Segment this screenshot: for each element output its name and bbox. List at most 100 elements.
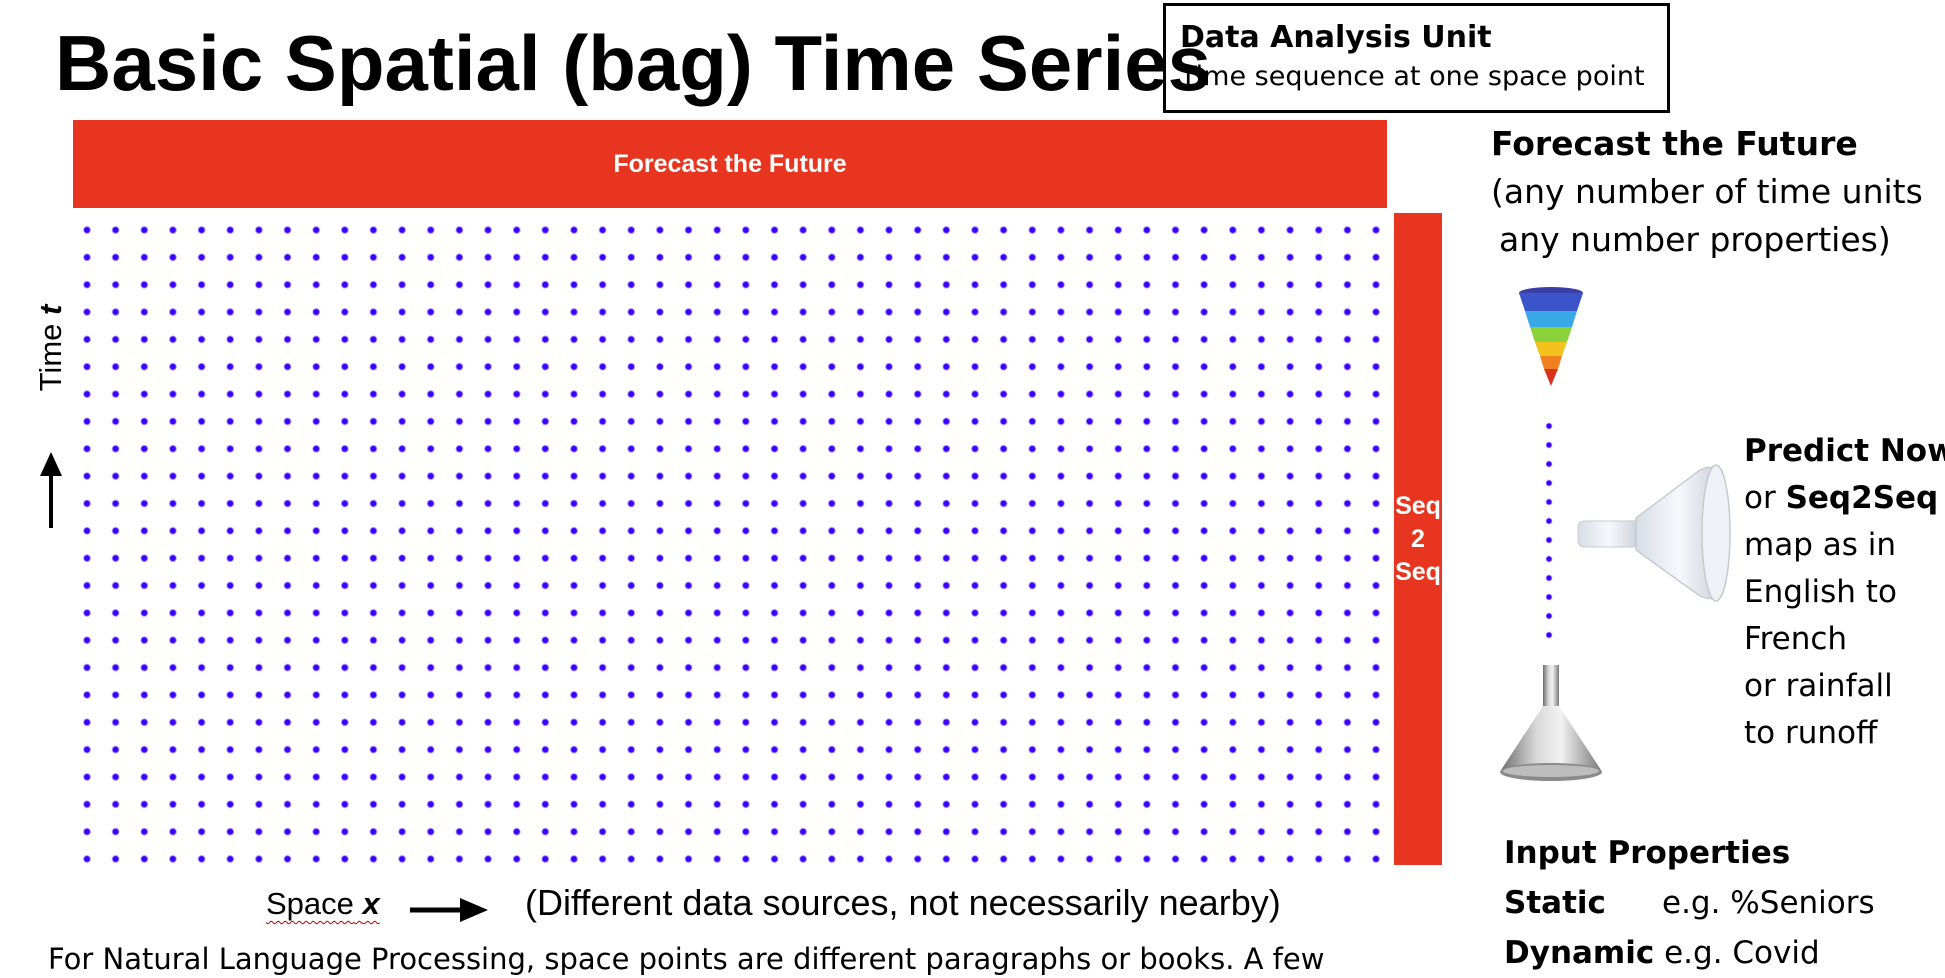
- grid-dot: [312, 253, 321, 262]
- grid-dot: [254, 581, 264, 590]
- grid-dot: [884, 772, 894, 782]
- grid-dot: [226, 554, 235, 563]
- grid-dot: [1199, 389, 1209, 399]
- grid-dot: [1028, 307, 1037, 317]
- grid-dot: [197, 608, 206, 618]
- grid-dot: [770, 280, 779, 289]
- grid-dot: [913, 554, 922, 563]
- grid-dot: [168, 389, 178, 399]
- grid-dot: [627, 718, 636, 727]
- grid-dot: [1056, 690, 1066, 700]
- grid-dot: [254, 690, 264, 700]
- grid-dot: [369, 690, 378, 700]
- grid-dot: [970, 718, 980, 727]
- grid-dot: [340, 253, 349, 262]
- grid-dot: [655, 526, 665, 535]
- grid-dot: [1199, 280, 1209, 289]
- grid-dot: [856, 663, 865, 672]
- grid-dot: [226, 471, 235, 481]
- grid-dot: [655, 253, 665, 262]
- grid-dot: [512, 636, 521, 645]
- grid-dot: [254, 663, 264, 672]
- grid-dot: [483, 225, 493, 235]
- grid-dot: [1028, 362, 1037, 371]
- grid-dot: [541, 471, 550, 481]
- grid-dot: [999, 745, 1008, 754]
- grid-dot: [1343, 280, 1352, 289]
- grid-dot: [1257, 554, 1266, 563]
- grid-dot: [455, 335, 464, 344]
- grid-dot: [1142, 772, 1152, 782]
- grid-dot: [569, 854, 579, 864]
- grid-dot: [713, 745, 722, 754]
- grid-dot: [1199, 690, 1209, 700]
- grid-dot: [369, 581, 378, 590]
- grid-dot: [340, 280, 349, 289]
- grid-dot: [827, 718, 836, 727]
- forecast-description: Forecast the Future (any number of time …: [1491, 120, 1923, 264]
- grid-dot: [340, 636, 349, 645]
- grid-dot: [684, 253, 693, 262]
- grid-dot: [1142, 389, 1152, 399]
- grid-dot: [569, 772, 579, 782]
- grid-dot: [512, 854, 521, 864]
- grid-dot: [483, 608, 493, 618]
- grid-dot: [283, 253, 292, 262]
- grid-dot: [913, 444, 922, 453]
- grid-dot: [655, 335, 665, 344]
- grid-dot: [627, 745, 636, 754]
- grid-dot: [111, 827, 120, 836]
- grid-dot: [1257, 499, 1266, 508]
- grid-dot: [798, 554, 808, 563]
- grid-dot: [455, 772, 464, 782]
- grid-dot: [1228, 581, 1238, 590]
- grid-dot: [1114, 800, 1123, 809]
- grid-dot: [312, 554, 321, 563]
- grid-dot: [254, 362, 264, 371]
- grid-dot: [884, 389, 894, 399]
- grid-dot: [884, 444, 894, 453]
- predict-line-5: to runoff: [1744, 715, 1878, 751]
- grid-dot: [226, 718, 235, 727]
- grid-dot: [684, 854, 693, 864]
- forecast-description-heading: Forecast the Future: [1491, 124, 1858, 163]
- grid-dot: [970, 827, 980, 836]
- grid-dot: [1285, 444, 1295, 453]
- grid-dot: [1056, 827, 1066, 836]
- grid-dot: [942, 718, 951, 727]
- grid-dot: [140, 690, 149, 700]
- grid-dot: [1114, 554, 1123, 563]
- grid-dot: [226, 253, 235, 262]
- grid-dot: [1056, 417, 1066, 426]
- grid-dot: [1142, 636, 1152, 645]
- grid-dot: [1114, 471, 1123, 481]
- grid-dot: [140, 772, 149, 782]
- grid-dot: [455, 554, 464, 563]
- grid-dot: [283, 225, 292, 235]
- grid-dot: [512, 307, 521, 317]
- grid-dot: [942, 389, 951, 399]
- grid-dot: [1085, 800, 1094, 809]
- seq-bar-line1: Seq: [1395, 491, 1441, 520]
- grid-dot: [684, 499, 693, 508]
- grid-dot: [770, 690, 779, 700]
- grid-dot: [1228, 471, 1238, 481]
- grid-dot: [1285, 690, 1295, 700]
- grid-dot: [140, 827, 149, 836]
- grid-dot: [197, 827, 206, 836]
- grid-dot: [970, 499, 980, 508]
- grid-dot: [1314, 307, 1323, 317]
- grid-dot: [655, 225, 665, 235]
- grid-dot: [1142, 280, 1152, 289]
- grid-dot: [970, 526, 980, 535]
- grid-dot: [1199, 471, 1209, 481]
- grid-dot: [455, 499, 464, 508]
- grid-dot: [1343, 690, 1352, 700]
- grid-dot: [1228, 800, 1238, 809]
- grid-dot: [111, 499, 120, 508]
- grid-dot: [1056, 554, 1066, 563]
- grid-dot: [340, 854, 349, 864]
- grid-dot: [1285, 581, 1295, 590]
- grid-dot: [798, 335, 808, 344]
- grid-dot: [82, 690, 92, 700]
